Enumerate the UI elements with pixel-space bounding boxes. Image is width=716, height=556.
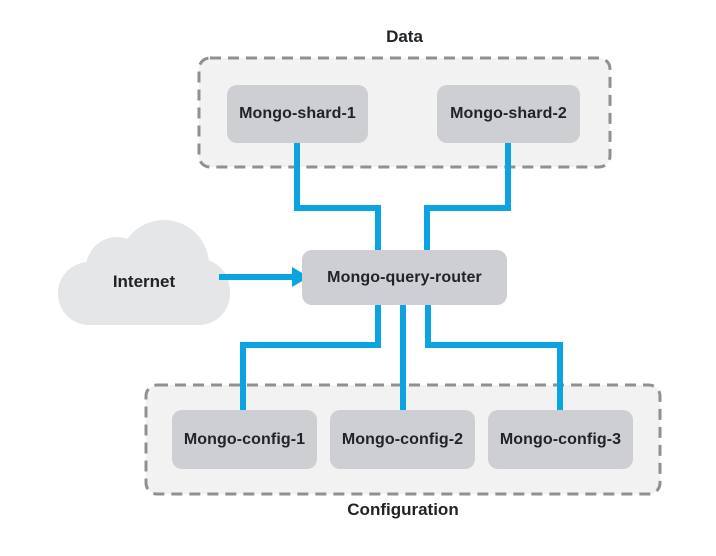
node-mongo-config-2: Mongo-config-2 — [330, 410, 475, 469]
connector-shard1-router — [294, 141, 381, 253]
arrow-icon — [219, 267, 309, 287]
node-mongo-query-router: Mongo-query-router — [302, 250, 507, 305]
data-group-label: Data — [386, 27, 423, 46]
node-mongo-shard-1: Mongo-shard-1 — [227, 85, 368, 143]
connector-shard2-router — [424, 141, 511, 253]
node-mongo-config-3: Mongo-config-3 — [488, 410, 633, 469]
connector-router-config3 — [425, 303, 563, 413]
internet-label: Internet — [112, 272, 176, 291]
connector-lines — [240, 141, 563, 413]
internet-cloud-icon — [58, 220, 230, 325]
configuration-group-label: Configuration — [347, 500, 459, 519]
connector-router-config1 — [240, 303, 381, 413]
node-mongo-config-1: Mongo-config-1 — [172, 410, 317, 469]
node-mongo-shard-2: Mongo-shard-2 — [437, 85, 580, 143]
